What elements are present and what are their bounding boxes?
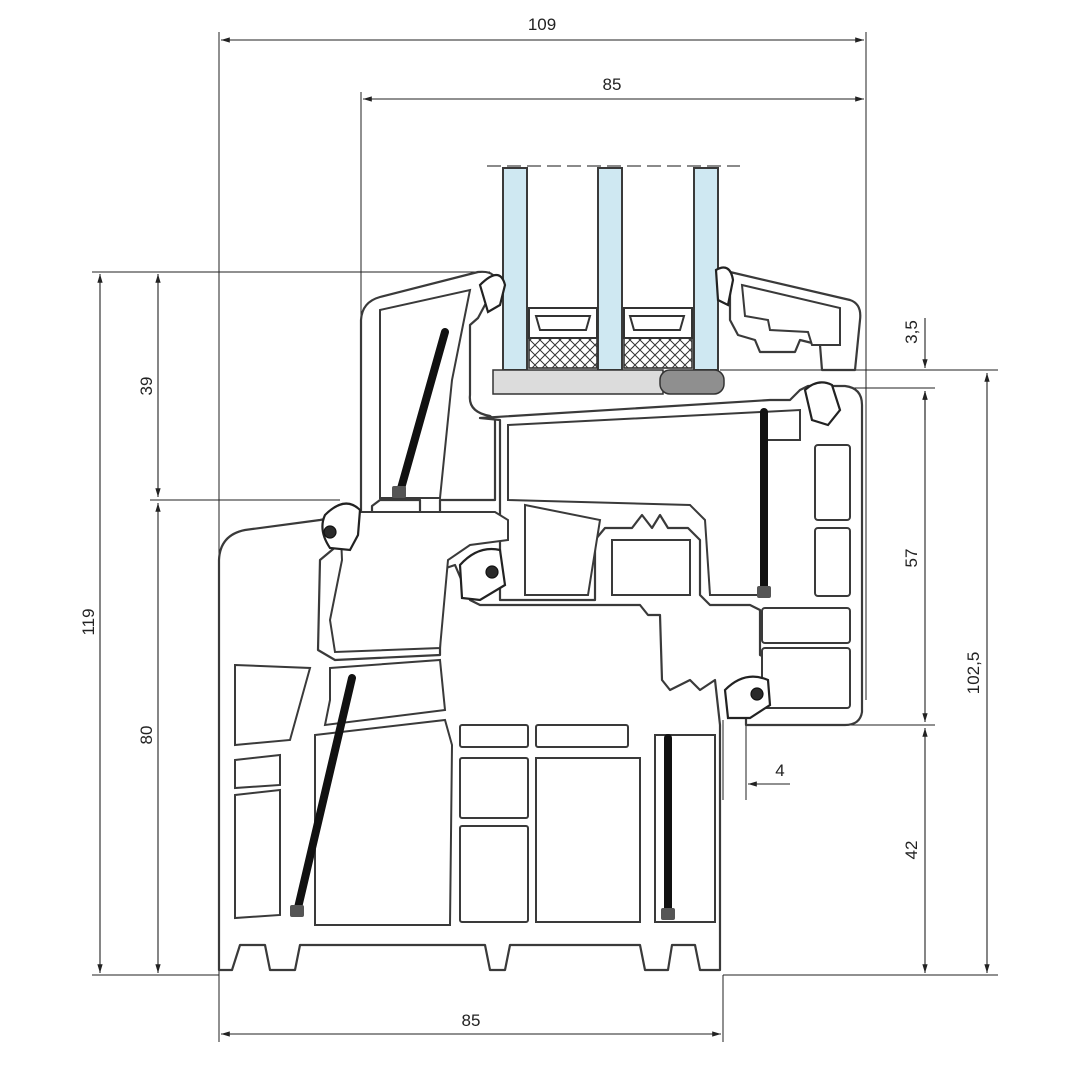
glass-pane-middle — [597, 167, 623, 371]
dim-frame-width: 85 — [462, 1011, 481, 1030]
dim-sash-height-right: 57 — [902, 549, 921, 568]
dim-height-right-total: 102,5 — [964, 652, 983, 695]
dim-frame-height-left: 80 — [137, 726, 156, 745]
dimension-lines — [92, 32, 998, 1042]
glazing-block-dark — [659, 369, 725, 395]
gasket-glazing-inner — [714, 266, 735, 307]
dim-sash-width: 85 — [603, 75, 622, 94]
gasket-sash-top — [803, 381, 842, 427]
dim-overlap: 4 — [775, 761, 784, 780]
frame-reinforcement-left — [293, 674, 356, 916]
glazing-block — [492, 369, 664, 395]
gasket-sash-outer — [321, 502, 362, 552]
gasket-glazing-outer — [478, 273, 507, 314]
dim-overall-height: 119 — [79, 608, 98, 635]
dim-top-overall: 109 — [528, 15, 556, 34]
steel-reinforcements — [290, 328, 771, 920]
dim-rebate: 3,5 — [902, 320, 921, 344]
dim-sash-height-left: 39 — [137, 377, 156, 396]
gaskets — [321, 266, 842, 720]
gasket-center-seal — [458, 547, 507, 602]
triple-glazing — [487, 165, 740, 395]
glass-pane-inner — [693, 167, 719, 371]
dim-frame-height-right: 42 — [902, 841, 921, 860]
sash-reinforcement-left — [396, 328, 449, 496]
frame-profile — [217, 511, 722, 972]
glass-pane-outer — [502, 167, 528, 371]
gasket-inner-seal — [723, 675, 772, 720]
